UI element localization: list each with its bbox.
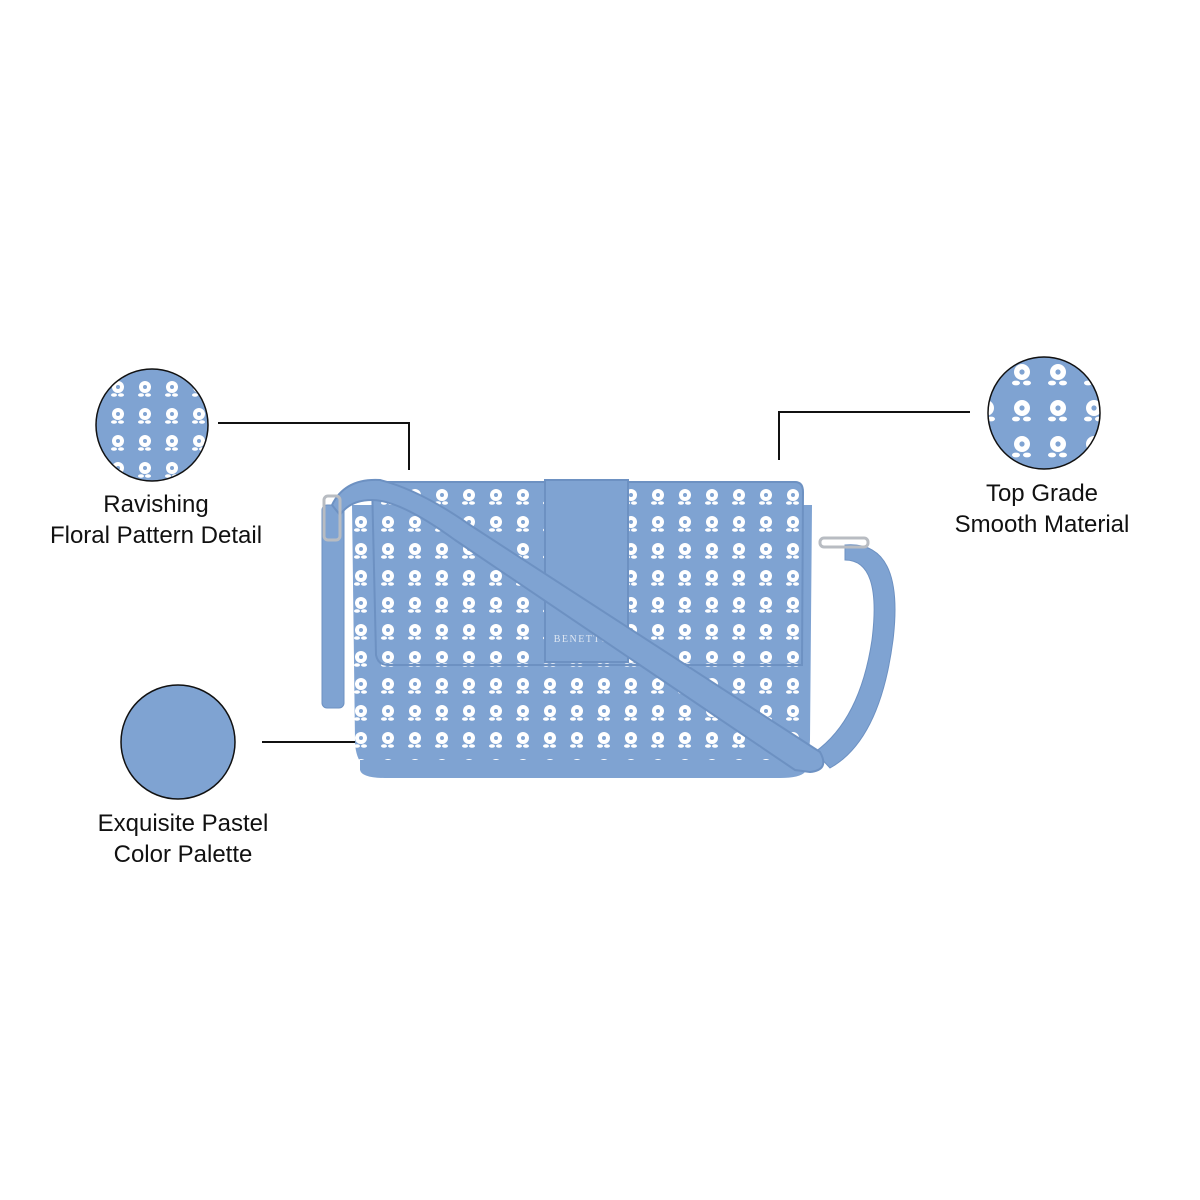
callout-line1: Top Grade [985,480,1099,507]
callout-line-material [778,411,970,460]
callout-smooth-material: Top Grade Smooth Material [882,478,1200,540]
left-buckle [322,494,342,542]
callout-line1: Ravishing [103,491,209,518]
bag: BENETTON [321,478,896,778]
callout-line2: Floral Pattern Detail [49,522,263,549]
floral-pattern-swatch [95,368,209,482]
callout-line-floral [218,422,410,470]
brand-imprint: BENETTON [554,634,619,645]
material-closeup-swatch [987,356,1101,470]
callout-line1: Exquisite Pastel [97,810,269,837]
callout-line2: Color Palette [113,841,253,868]
callout-line2: Smooth Material [954,511,1130,538]
callout-pastel-color: Exquisite Pastel Color Palette [23,808,343,870]
callout-floral-pattern: Ravishing Floral Pattern Detail [0,489,316,551]
color-swatch [120,684,236,800]
right-ring [818,536,870,549]
